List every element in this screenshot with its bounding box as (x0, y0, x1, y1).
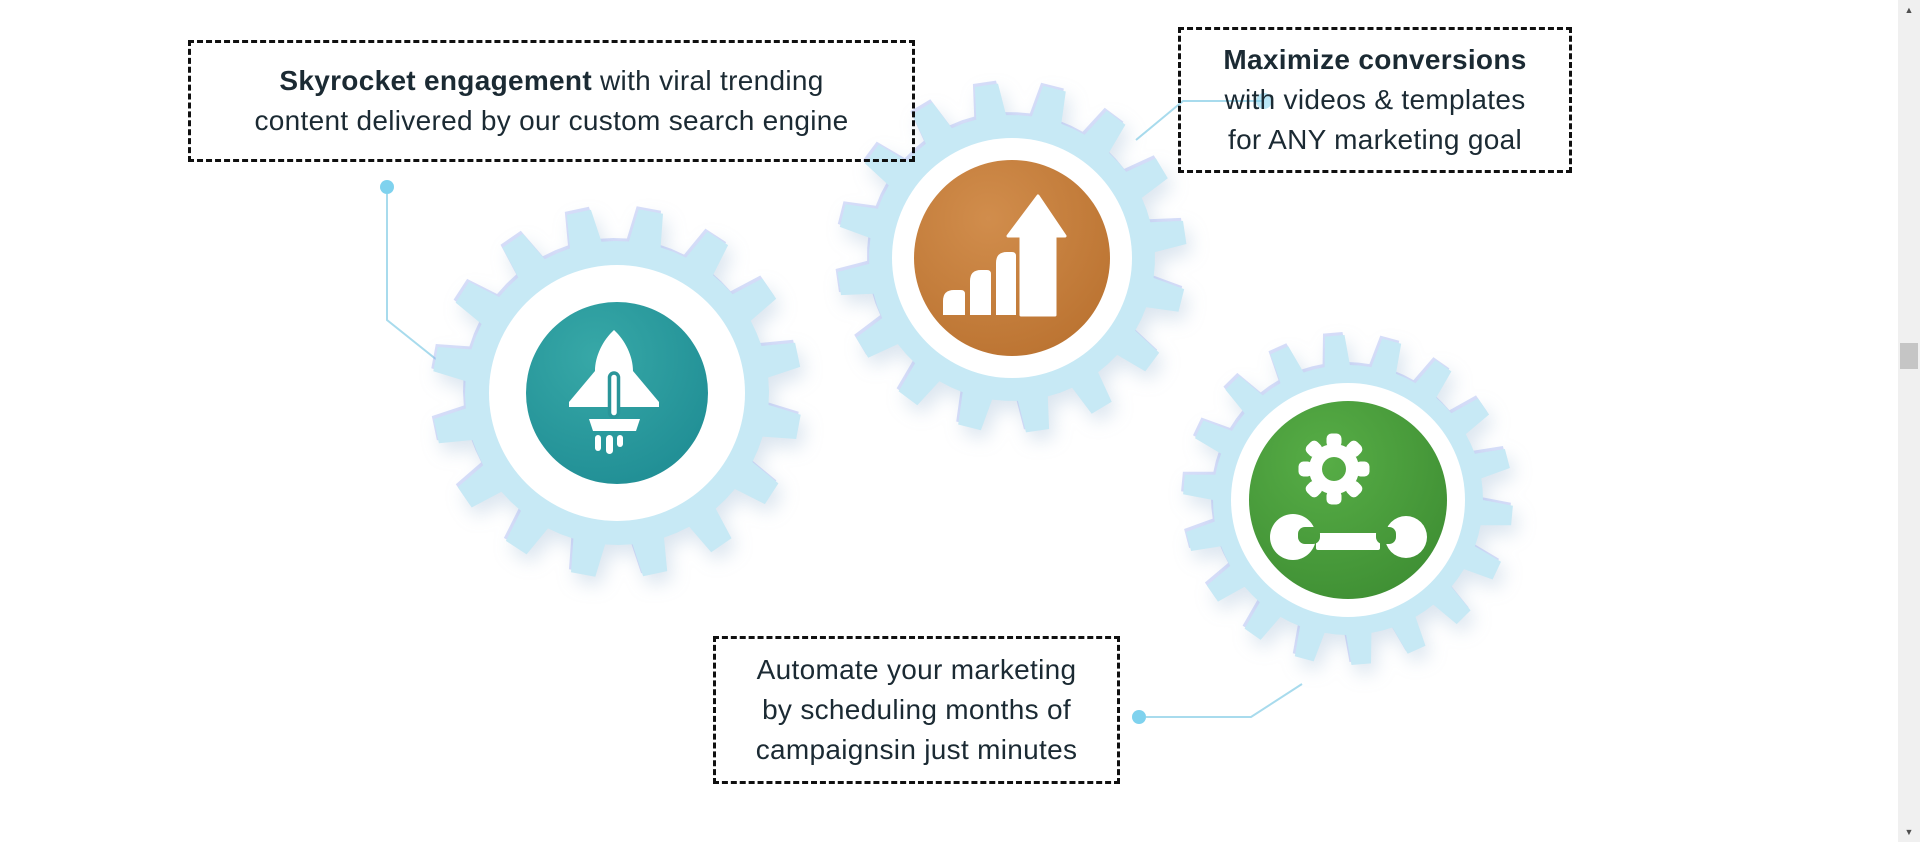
callout-text: Automate your marketing (756, 654, 1077, 685)
callout-text: by scheduling months of (762, 694, 1071, 725)
wrench-part (1270, 514, 1427, 560)
cog-wrench-icon (1270, 433, 1427, 560)
callout-line: Maximize conversions (1223, 40, 1526, 80)
callout-automation: Automate your marketing by scheduling mo… (713, 636, 1120, 784)
gear-automation (1183, 335, 1513, 665)
callout-line: for ANY marketing goal (1228, 120, 1522, 160)
connector-conversions (1135, 93, 1272, 141)
vertical-scrollbar[interactable]: ▲ ▼ (1898, 0, 1920, 842)
gear-engagement (433, 209, 801, 577)
scroll-down-arrow-icon: ▼ (1904, 827, 1914, 837)
connector-dot (380, 180, 394, 194)
callout-text-bold: Maximize conversions (1223, 44, 1527, 75)
connector-dot (1132, 710, 1146, 724)
callout-text: with videos & templates (1224, 84, 1526, 115)
callout-line: by scheduling months of (762, 690, 1071, 730)
callout-text-bold: Skyrocket engagement (279, 65, 592, 96)
callout-text: with viral trending (591, 65, 824, 96)
callout-text: campaignsin just minutes (755, 734, 1078, 765)
callout-text: content delivered by our custom search e… (254, 105, 849, 136)
growth-chart-icon (943, 194, 1067, 317)
scroll-up-arrow-icon: ▲ (1904, 5, 1914, 15)
callout-conversions: Maximize conversions with videos & templ… (1178, 27, 1572, 173)
scrollbar-thumb[interactable] (1900, 343, 1918, 369)
callout-line: Automate your marketing (757, 650, 1077, 690)
callout-line: Skyrocket engagement with viral trending (279, 61, 823, 101)
gear-conversions (837, 83, 1187, 433)
callout-line: content delivered by our custom search e… (254, 101, 848, 141)
scroll-up-button[interactable]: ▲ (1898, 0, 1920, 20)
callout-text: for ANY marketing goal (1227, 124, 1522, 155)
connector-engagement (380, 180, 453, 373)
callout-line: campaignsin just minutes (756, 730, 1078, 770)
connector-dot (1256, 93, 1272, 109)
connector-automation (1132, 683, 1303, 724)
scroll-down-button[interactable]: ▼ (1898, 822, 1920, 842)
rocket-icon (569, 330, 659, 454)
callout-engagement: Skyrocket engagement with viral trending… (188, 40, 915, 162)
cog-part (1298, 433, 1370, 505)
callout-line: with videos & templates (1224, 80, 1525, 120)
